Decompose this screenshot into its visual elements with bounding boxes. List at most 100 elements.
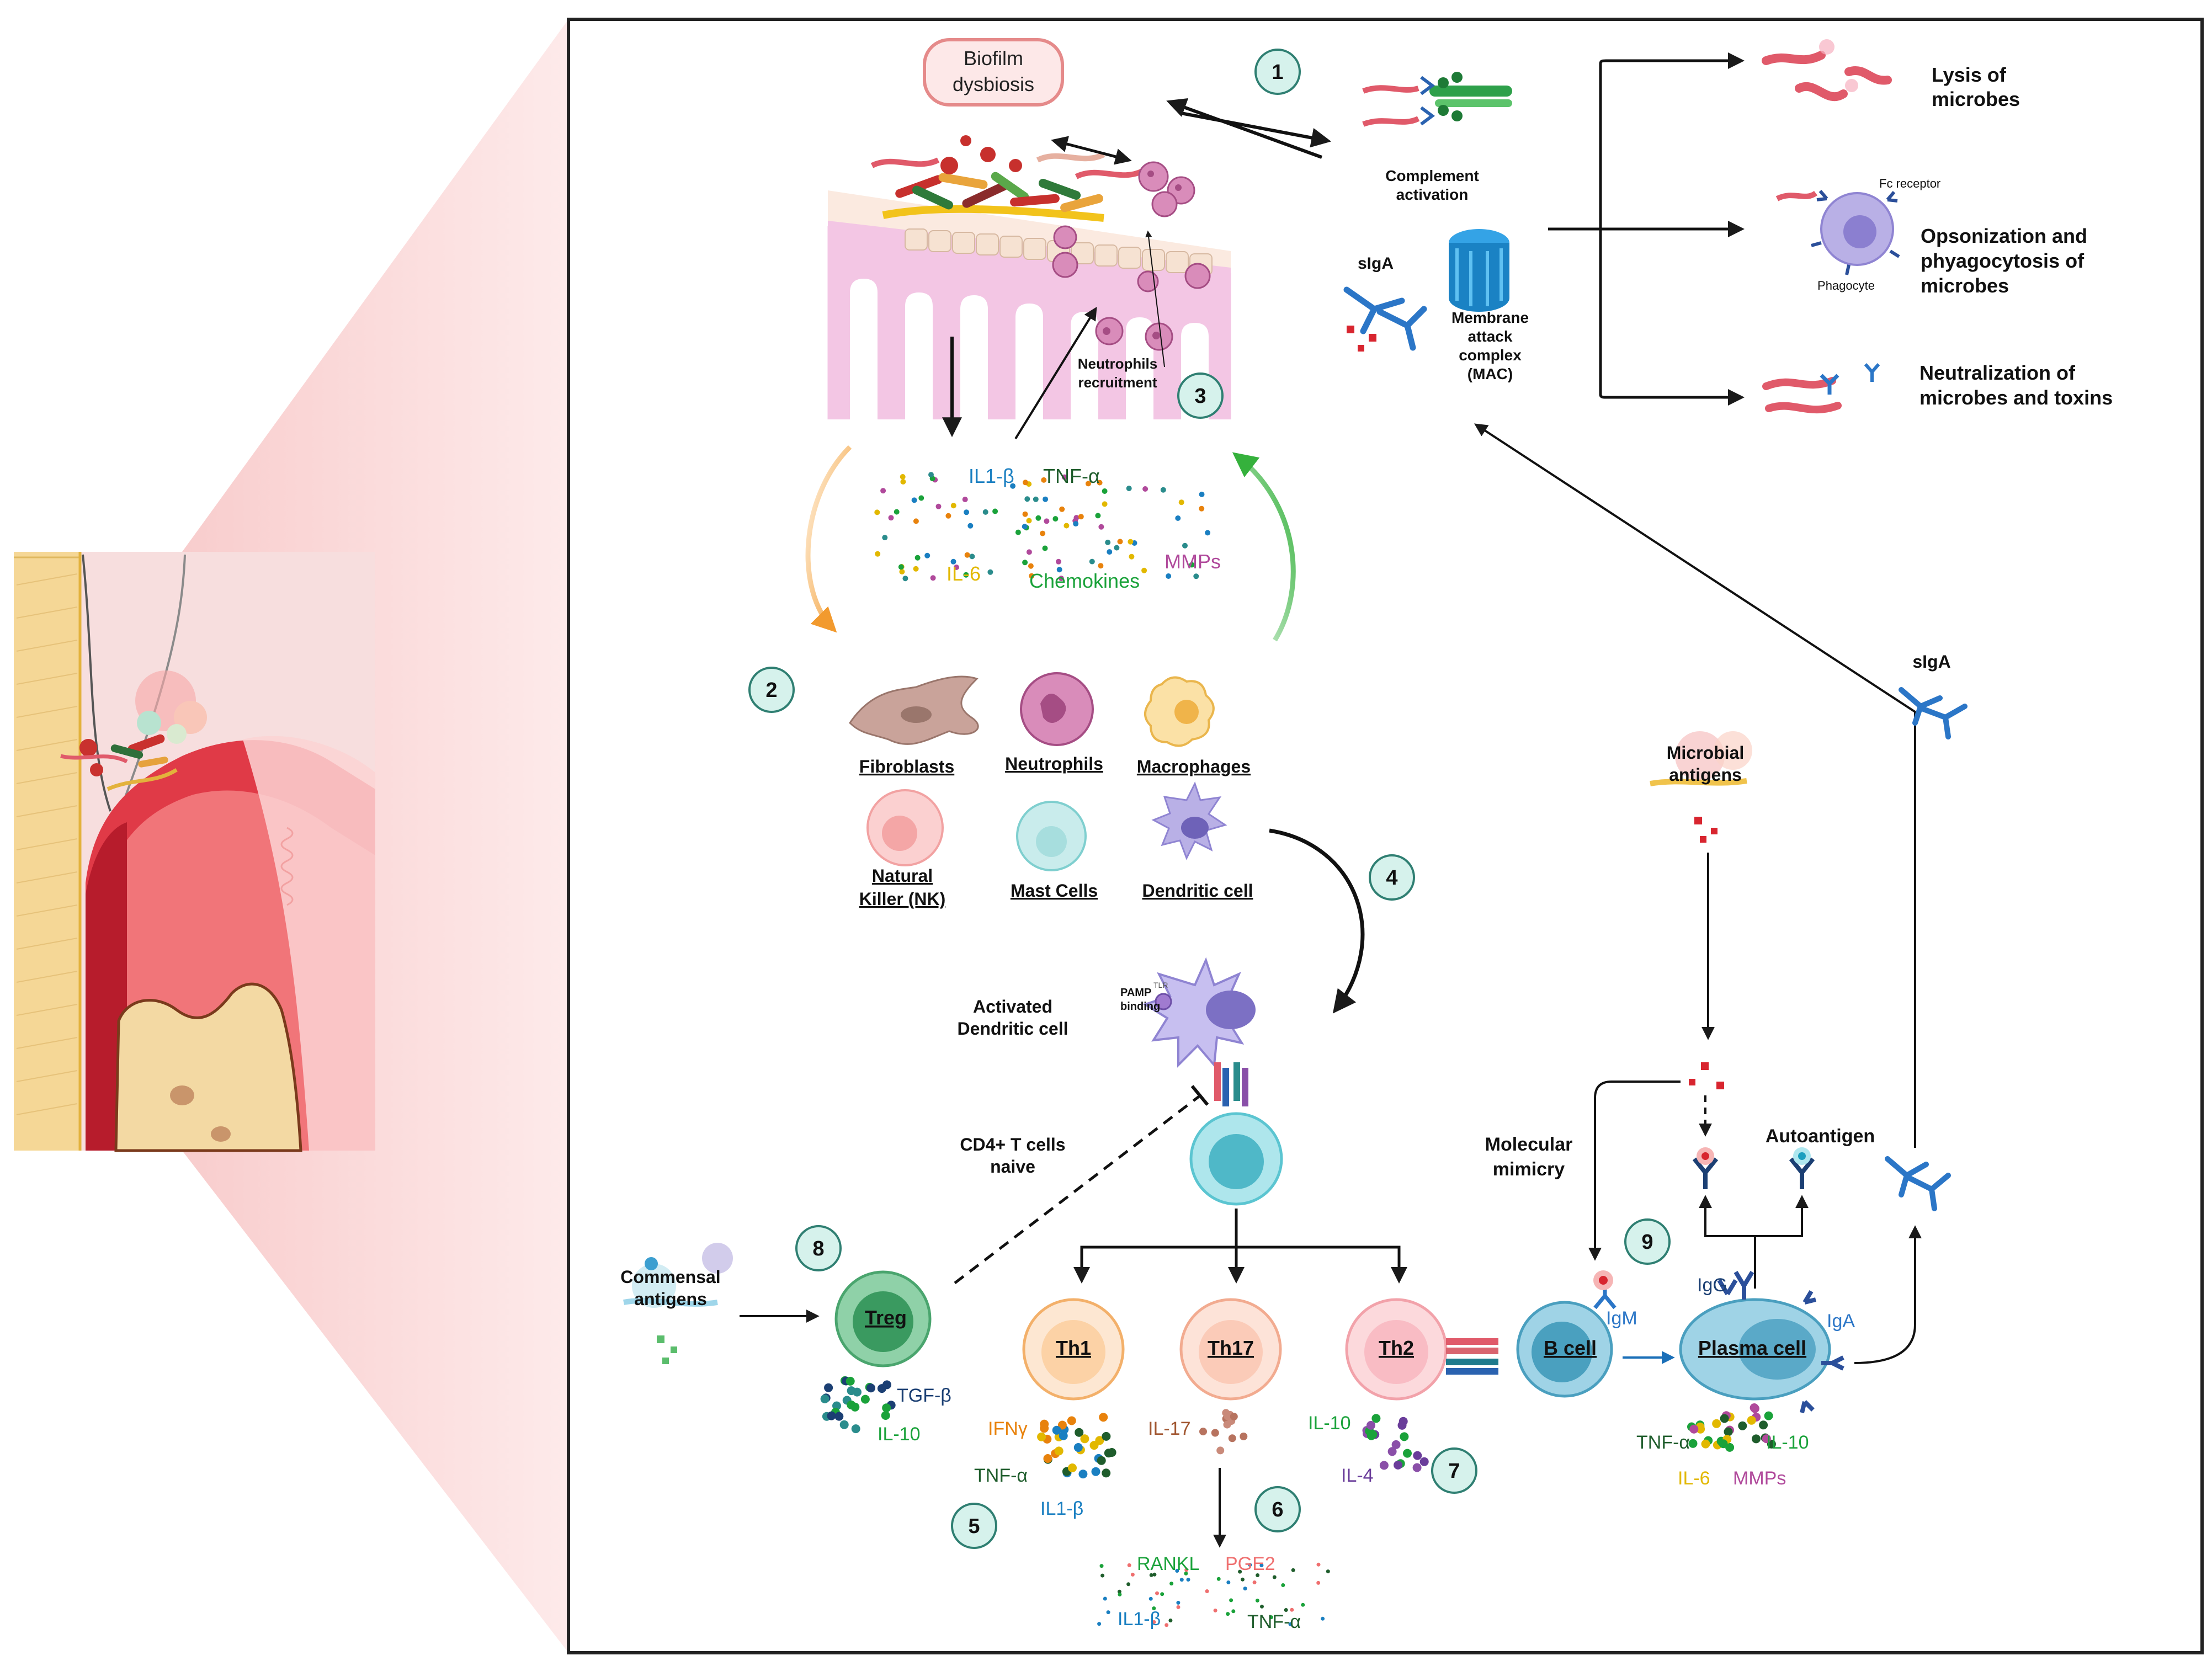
cytokine-dot bbox=[1216, 1446, 1225, 1455]
step-marker-3: 3 bbox=[1177, 372, 1224, 419]
treg-cytokine-dots bbox=[820, 1376, 896, 1434]
fc-receptor-label: Fc receptor bbox=[1879, 177, 1940, 190]
cytokine-cloud bbox=[874, 472, 1211, 582]
cytokine-dot bbox=[1061, 474, 1067, 480]
cytokine-dot bbox=[1321, 1616, 1325, 1621]
siga-antibody-icon bbox=[1343, 286, 1427, 351]
cytokine-dot bbox=[1259, 1563, 1264, 1568]
opsonization-line3: microbes bbox=[1921, 274, 2009, 297]
complement-activation-line2: activation bbox=[1396, 186, 1469, 203]
mac-pore-icon bbox=[1449, 229, 1509, 312]
cd4-line2: naive bbox=[990, 1157, 1035, 1177]
cytokine-dot bbox=[1255, 1598, 1259, 1603]
cytokine-dot bbox=[1148, 1596, 1153, 1601]
label-macrophages: Macrophages bbox=[1137, 757, 1251, 776]
cytokine-dot bbox=[1175, 515, 1181, 521]
cytokine-dot bbox=[1316, 1580, 1321, 1585]
orange-arrow bbox=[805, 445, 852, 633]
cytokine-dot bbox=[1288, 1622, 1293, 1626]
cytokine-dot bbox=[1091, 1467, 1100, 1476]
siga-top-label: sIgA bbox=[1358, 254, 1394, 273]
activated-dc-icon bbox=[1142, 957, 1256, 1106]
cytokine-dot bbox=[1026, 518, 1032, 524]
cytokine-dot bbox=[964, 509, 970, 515]
cytokine-dot bbox=[1387, 1447, 1397, 1456]
cytokine-dot bbox=[1043, 1454, 1052, 1463]
cytokine-dot bbox=[1290, 1608, 1294, 1612]
cytokine-dot bbox=[1412, 1463, 1422, 1472]
cytokine-dot bbox=[1759, 1420, 1768, 1430]
cytokine-dot bbox=[1231, 1609, 1236, 1614]
cytokine-dot bbox=[1238, 1569, 1242, 1574]
cytokine-dot bbox=[1028, 563, 1034, 569]
cytokine-dot bbox=[880, 488, 886, 494]
cytokine-dot bbox=[1701, 1439, 1710, 1449]
cytokine-dot bbox=[1240, 1433, 1248, 1440]
microbial-line2: antigens bbox=[1669, 765, 1742, 785]
cytokine-dot bbox=[1222, 1409, 1230, 1417]
step-marker-9: 9 bbox=[1624, 1218, 1671, 1265]
complement-illustration bbox=[1362, 72, 1512, 127]
cytokine-dot bbox=[1097, 1456, 1106, 1465]
cytokine-dot bbox=[1182, 542, 1188, 549]
cytokine-dot bbox=[899, 569, 905, 574]
treg-cell-icon bbox=[834, 1270, 932, 1367]
cytokine-dot bbox=[1102, 1431, 1111, 1441]
cytokine-dot bbox=[1102, 501, 1108, 507]
cytokine-dot bbox=[1229, 1598, 1233, 1603]
cytokine-dot bbox=[1097, 480, 1103, 486]
cytokine-dot bbox=[913, 566, 919, 572]
cytokine-dot bbox=[1211, 1429, 1219, 1437]
plasma-mmps: MMPs bbox=[1733, 1468, 1786, 1489]
cytokine-dot bbox=[1228, 1434, 1236, 1443]
cytokine-dot bbox=[1160, 487, 1166, 493]
igg-label: IgG bbox=[1697, 1275, 1727, 1296]
cytokine-dot bbox=[1688, 1439, 1698, 1448]
cytokine-dot bbox=[1248, 1563, 1252, 1567]
cytokine-dot bbox=[945, 513, 951, 519]
neutrophils-recruitment-line1: Neutrophils bbox=[1078, 355, 1157, 372]
th17-cytokine-dots bbox=[1199, 1409, 1248, 1455]
cytokine-dot bbox=[1099, 1413, 1108, 1422]
cytokine-dot bbox=[1057, 1420, 1067, 1430]
cytokine-dot bbox=[1724, 1427, 1733, 1436]
cytokine-dot bbox=[1689, 1424, 1699, 1434]
neutrophils-recruitment-line2: recruitment bbox=[1078, 374, 1157, 391]
cytokine-dot bbox=[1105, 539, 1111, 545]
cytokine-dot bbox=[1023, 480, 1028, 486]
cytokine-dot bbox=[881, 1411, 890, 1420]
cytokine-dot bbox=[911, 497, 917, 503]
label-mast-cells: Mast Cells bbox=[1011, 881, 1098, 901]
cytokine-dot bbox=[1059, 1431, 1068, 1440]
activated-dc-line1: Activated bbox=[973, 997, 1052, 1016]
cytokine-dot bbox=[1413, 1451, 1422, 1460]
cytokine-dot bbox=[1102, 488, 1108, 494]
arrow-complement-to-biofilm bbox=[1166, 98, 1323, 159]
label-dendritic: Dendritic cell bbox=[1142, 881, 1253, 901]
opsonization-line2: phyagocytosis of bbox=[1921, 249, 2085, 272]
plasma-label: Plasma cell bbox=[1698, 1337, 1806, 1359]
cytokine-dot bbox=[1719, 1439, 1728, 1449]
cytokine-dot bbox=[1067, 1416, 1076, 1425]
cytokine-dot bbox=[1165, 1623, 1169, 1627]
th2-cell-icon bbox=[1345, 1298, 1448, 1401]
cytokine-dot bbox=[1042, 545, 1048, 551]
svg-text:3: 3 bbox=[1194, 385, 1206, 408]
cytokine-dot bbox=[1035, 515, 1041, 521]
iga-to-siga-path bbox=[1854, 1225, 1922, 1364]
th2-il4: IL-4 bbox=[1341, 1465, 1374, 1486]
step-marker-4: 4 bbox=[1369, 854, 1415, 901]
bone-tnfa: TNF-α bbox=[1247, 1611, 1301, 1632]
cytokine-dot bbox=[1230, 1413, 1238, 1420]
cytokine-dot bbox=[820, 1394, 830, 1403]
svg-text:4: 4 bbox=[1386, 866, 1397, 890]
treg-il10: IL-10 bbox=[878, 1424, 921, 1445]
green-arrow bbox=[1232, 452, 1296, 642]
bone-pge2: PGE2 bbox=[1225, 1553, 1275, 1574]
cytokine-dot bbox=[1168, 1619, 1173, 1622]
lysis-line2: microbes bbox=[1932, 88, 2020, 110]
macrophage-icon bbox=[1144, 676, 1215, 747]
cytokine-dot bbox=[1291, 1568, 1295, 1572]
cytokine-dot bbox=[1272, 1575, 1277, 1579]
label-nk-line2: Killer (NK) bbox=[859, 889, 945, 909]
